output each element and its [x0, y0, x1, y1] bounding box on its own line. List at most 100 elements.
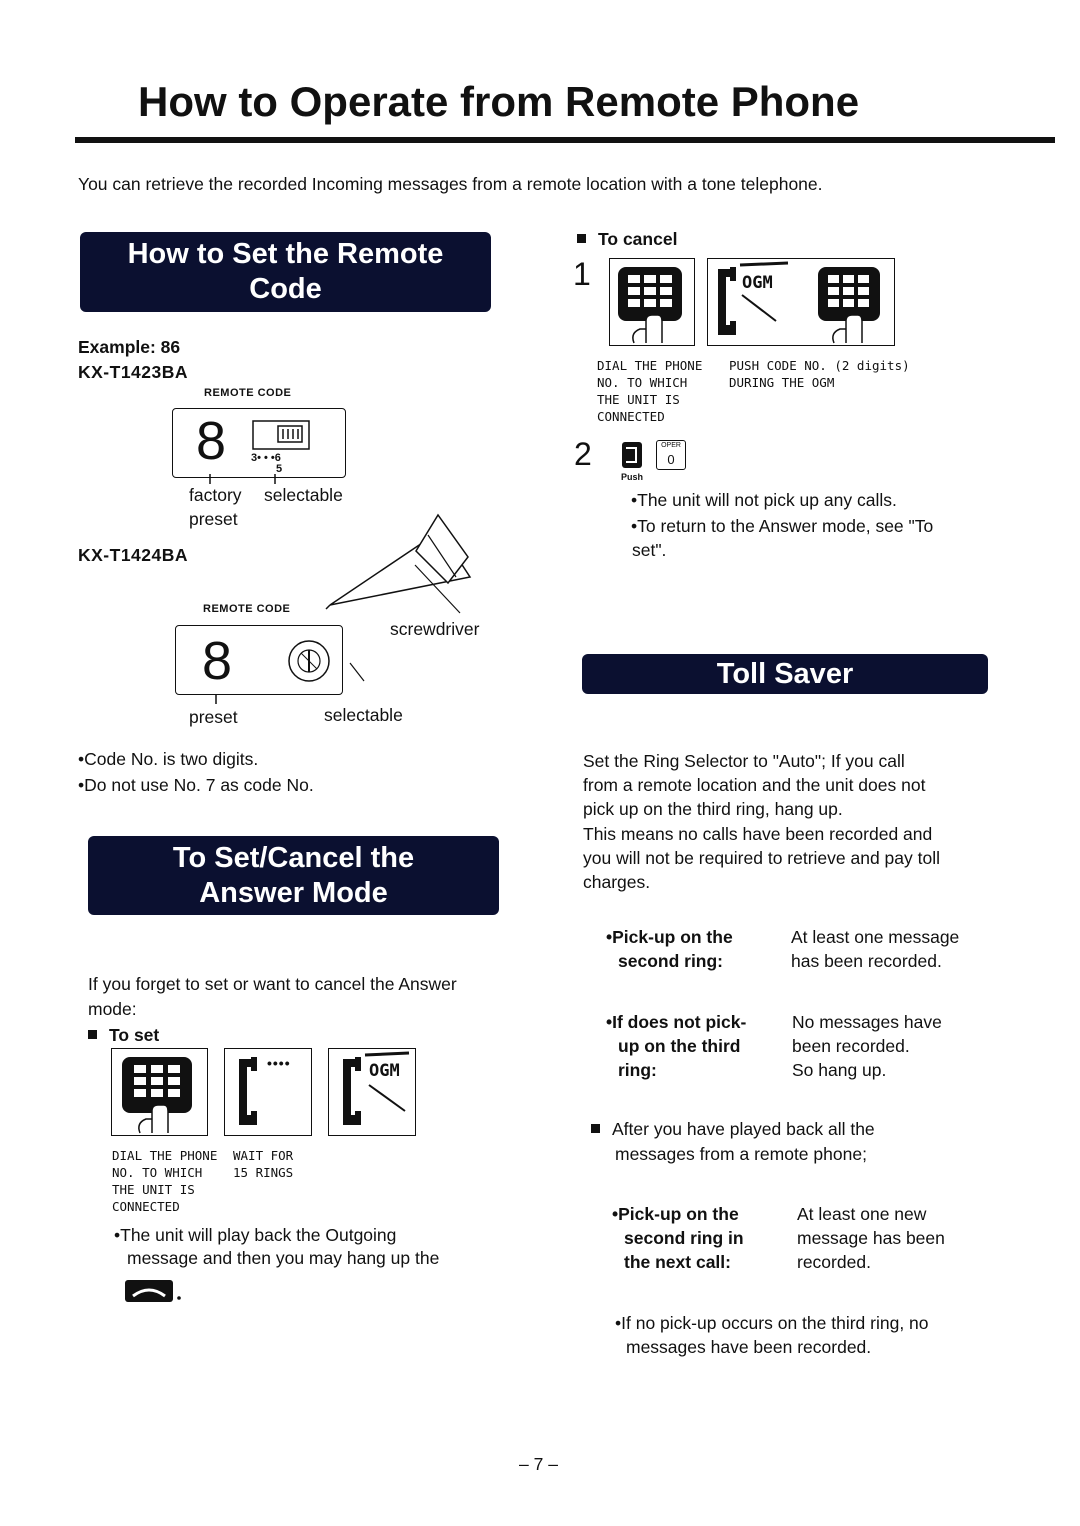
cancel-dial-caption: DIAL THE PHONE NO. TO WHICH THE UNIT IS … — [597, 357, 702, 425]
to-cancel-heading: To cancel — [577, 227, 677, 251]
case-2-condition: •If does not pick- up on the third ring: — [606, 1010, 746, 1082]
screwdriver-icon — [325, 513, 472, 682]
dial-caption: DIAL THE PHONE NO. TO WHICH THE UNIT IS … — [112, 1147, 217, 1215]
case-2-result: No messages have been recorded. So hang … — [792, 1010, 942, 1082]
case-1-result: At least one message has been recorded. — [791, 925, 959, 973]
playback-note-1: •The unit will play back the Outgoing — [114, 1225, 397, 1245]
answer-mode-intro-1: If you forget to set or want to cancel t… — [88, 974, 457, 994]
remote-code-label-b: REMOTE CODE — [203, 603, 291, 615]
code-panel-b — [175, 625, 343, 695]
wait-caption-line: WAIT FOR — [233, 1148, 294, 1163]
cancel-note-3: set". — [632, 540, 667, 560]
code-note-1: •Code No. is two digits. — [78, 749, 259, 769]
handset-ogm-icon — [343, 1051, 410, 1125]
final-note-1: •If no pick-up occurs on the third ring,… — [615, 1313, 929, 1333]
model-a-label: KX-T1423BA — [78, 362, 189, 382]
operator-key-icon[interactable]: OPER 0 — [656, 440, 686, 470]
playback-note-2: message and then you may hang up the — [127, 1248, 440, 1268]
cancel-step-2: 2 — [574, 436, 592, 472]
cancel-note-1: •The unit will not pick up any calls. — [631, 490, 897, 510]
rotary-dial-icon[interactable] — [284, 636, 334, 686]
handset-ogm-keypad-icon — [718, 261, 880, 344]
condition-line: •If does not pick- — [606, 1012, 747, 1032]
result-line: So hang up. — [792, 1060, 887, 1080]
to-cancel-label: To cancel — [598, 229, 678, 249]
ogm-label-set: OGM — [369, 1061, 400, 1081]
title-rule — [75, 137, 1055, 143]
case-3-result: At least one new message has been record… — [797, 1202, 945, 1274]
selectable-label-b: selectable — [324, 705, 403, 725]
wait-caption: WAIT FOR 15 RINGS — [233, 1147, 293, 1181]
dial-caption-line: NO. TO WHICH — [597, 375, 688, 390]
wait-picture-frame: •••• — [224, 1048, 312, 1136]
preset-tick-b — [215, 694, 217, 704]
bullet-square — [88, 1030, 97, 1039]
condition-line: •Pick-up on the — [606, 927, 733, 947]
answer-mode-banner-line1: To Set/Cancel the — [172, 841, 415, 874]
case-1-condition: •Pick-up on the second ring: — [606, 925, 733, 973]
toll-saver-line: This means no calls have been recorded a… — [583, 823, 933, 844]
cancel-step-1: 1 — [573, 256, 591, 292]
result-line: At least one message — [791, 927, 960, 947]
preset-label-a: preset — [189, 509, 238, 529]
preset-label-b: preset — [189, 707, 238, 727]
toll-saver-line: charges. — [583, 872, 651, 893]
keypad-phone-icon — [122, 1057, 192, 1134]
push-button-icon[interactable] — [620, 440, 646, 472]
code-panel-a — [172, 408, 346, 478]
dial-picture-frame — [111, 1048, 208, 1136]
screwdriver-label: screwdriver — [390, 619, 480, 639]
hang-up-icon — [125, 1280, 181, 1302]
ogm-label-cancel: OGM — [742, 273, 773, 293]
dial-caption-line: NO. TO WHICH — [112, 1165, 203, 1180]
toll-saver-line: from a remote location and the unit does… — [583, 775, 926, 796]
toll-saver-line: pick up on the third ring, hang up. — [583, 799, 843, 820]
dip-switch-icon — [252, 420, 310, 450]
push-label: Push — [621, 472, 644, 482]
code-digit-b: 8 — [202, 631, 233, 691]
toll-saver-paragraph: Set the Ring Selector to "Auto"; If you … — [583, 749, 940, 894]
remote-code-banner-line2: Code — [249, 273, 322, 305]
remote-code-banner-line1: How to Set the Remote — [127, 238, 444, 270]
result-line: been recorded. — [792, 1036, 910, 1056]
result-line: message has been — [797, 1228, 945, 1248]
operator-key-label: 0 — [667, 452, 675, 467]
condition-line: ring: — [618, 1060, 657, 1080]
remote-code-banner: How to Set the Remote Code — [80, 232, 491, 312]
handset-icon — [239, 1057, 257, 1125]
toll-saver-banner: Toll Saver — [582, 654, 988, 694]
page-number: – 7 – — [519, 1454, 558, 1474]
after-playback-text: After you have played back all the — [612, 1119, 875, 1139]
cancel-push-caption: PUSH CODE NO. (2 digits) DURING THE OGM — [729, 357, 910, 391]
wait-caption-line: 15 RINGS — [233, 1165, 294, 1180]
cancel-push-frame: OGM — [707, 258, 895, 346]
switch-mid-number: 5 — [276, 463, 283, 475]
to-set-label: To set — [109, 1025, 160, 1045]
code-note-2: •Do not use No. 7 as code No. — [78, 775, 314, 795]
dial-caption-line: THE UNIT IS — [112, 1182, 195, 1197]
dial-caption-line: DIAL THE PHONE — [597, 358, 703, 373]
toll-saver-line: Set the Ring Selector to "Auto"; If you … — [583, 751, 905, 771]
cancel-note-2: •To return to the Answer mode, see "To — [631, 516, 934, 536]
condition-line: up on the third — [618, 1036, 741, 1056]
keypad-phone-icon — [618, 267, 682, 344]
result-line: No messages have — [792, 1012, 942, 1032]
remote-code-label-a: REMOTE CODE — [204, 387, 292, 399]
ogm-picture-frame: OGM — [328, 1048, 416, 1136]
intro-text: You can retrieve the recorded Incoming m… — [78, 174, 823, 194]
code-digit-a: 8 — [196, 411, 227, 471]
dial-caption-line: CONNECTED — [597, 409, 665, 424]
preset-tick-marks — [209, 474, 276, 484]
answer-mode-banner-line2: Answer Mode — [199, 876, 388, 909]
bullet-square — [577, 234, 586, 243]
after-playback-1: After you have played back all the — [591, 1117, 875, 1141]
result-line: At least one new — [797, 1204, 927, 1224]
final-note-2: messages have been recorded. — [626, 1337, 872, 1357]
push-caption-line: PUSH CODE NO. (2 digits) — [729, 358, 910, 373]
condition-line: second ring: — [618, 951, 724, 971]
push-caption-line: DURING THE OGM — [729, 375, 835, 390]
condition-line: the next call: — [624, 1252, 731, 1272]
case-3-condition: •Pick-up on the second ring in the next … — [612, 1202, 744, 1274]
model-b-label: KX-T1424BA — [78, 545, 189, 565]
result-line: has been recorded. — [791, 951, 942, 971]
